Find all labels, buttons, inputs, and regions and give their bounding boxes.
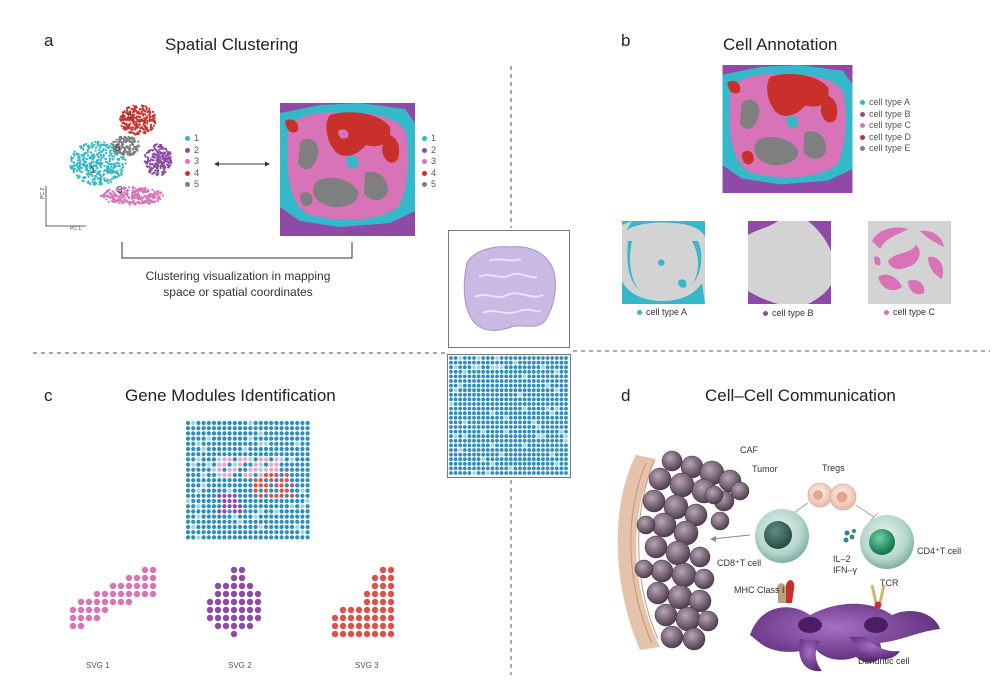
cd4-label: CD4⁺T cell bbox=[917, 546, 962, 556]
gene-module-spot-grid bbox=[185, 420, 310, 540]
umap-legend: 1 2 3 4 5 bbox=[185, 133, 199, 191]
umap-axis-x-label: PC 1 bbox=[70, 226, 82, 232]
tumor-cell bbox=[688, 589, 712, 613]
cell-type-a-map bbox=[622, 221, 705, 304]
double-arrow-icon bbox=[214, 161, 270, 167]
mhc-label: MHC Class I bbox=[734, 585, 785, 595]
cluster-label-4: 4 bbox=[127, 111, 133, 122]
tumor-cell bbox=[675, 606, 701, 632]
legend-item: 1 bbox=[185, 133, 199, 145]
panel-b-title: Cell Annotation bbox=[723, 35, 838, 54]
tcr-label: TCR bbox=[880, 578, 899, 588]
spatial-cluster-map bbox=[280, 103, 415, 236]
caf-label: CAF bbox=[740, 445, 758, 455]
tumor-cell bbox=[636, 515, 656, 535]
cluster-label-2: 2 bbox=[154, 163, 160, 174]
tumor-cell bbox=[642, 489, 666, 513]
legend-item: 5 bbox=[422, 179, 436, 191]
spot-grid-box bbox=[447, 354, 571, 478]
tumor-cell bbox=[689, 546, 711, 568]
legend-item: 4 bbox=[422, 168, 436, 180]
legend-item: cell type B bbox=[860, 109, 911, 121]
cell-type-c-label: cell type C bbox=[884, 307, 935, 317]
svg1-pattern bbox=[69, 566, 157, 630]
cell-communication-illustration bbox=[617, 450, 940, 672]
tumor-cell bbox=[710, 511, 730, 531]
svg1-label: SVG 1 bbox=[86, 661, 110, 670]
dendritic-label: Dendritic cell bbox=[858, 656, 910, 666]
tumor-cell bbox=[654, 603, 678, 627]
cluster-label-5: 5 bbox=[115, 143, 121, 154]
legend-item: cell type D bbox=[860, 132, 911, 144]
ifn-label: IFN–γ bbox=[833, 565, 858, 575]
tumor-cell bbox=[646, 581, 670, 605]
spot-grid bbox=[449, 356, 568, 475]
tumor-cell bbox=[669, 472, 695, 498]
legend-item: 2 bbox=[185, 145, 199, 157]
spatial-map-legend: 1 2 3 4 5 bbox=[422, 133, 436, 191]
tumor-cell bbox=[671, 562, 697, 588]
tumor-cell bbox=[665, 540, 691, 566]
tissue-section-box bbox=[448, 230, 570, 348]
tumor-cell bbox=[663, 494, 689, 520]
svg2-pattern bbox=[206, 566, 262, 638]
tumor-cell bbox=[682, 627, 706, 651]
legend-item: 4 bbox=[185, 168, 199, 180]
legend-item: 5 bbox=[185, 179, 199, 191]
legend-item: cell type C bbox=[860, 120, 911, 132]
panel-c-title: Gene Modules Identification bbox=[125, 386, 336, 405]
svg3-pattern bbox=[331, 566, 395, 638]
tregs-label: Tregs bbox=[822, 463, 845, 473]
umap-axis-y-label: PC 2 bbox=[40, 187, 46, 199]
tumor-cell bbox=[648, 467, 672, 491]
panel-a-letter: a bbox=[44, 31, 54, 50]
caption-bracket bbox=[121, 242, 353, 259]
panel-d-letter: d bbox=[621, 386, 631, 405]
legend-item: 1 bbox=[422, 133, 436, 145]
tumor-label: Tumor bbox=[752, 464, 778, 474]
il2-label: IL–2 bbox=[833, 554, 851, 564]
panel-d-title: Cell–Cell Communication bbox=[705, 386, 896, 405]
tumor-cell bbox=[660, 625, 684, 649]
legend-item: cell type E bbox=[860, 143, 911, 155]
panel-b-letter: b bbox=[621, 31, 631, 50]
tumor-cell bbox=[650, 559, 674, 583]
tumor-cell bbox=[651, 512, 677, 538]
cluster-umap-plot bbox=[45, 104, 173, 227]
cell-annotation-map bbox=[722, 65, 853, 193]
tumor-cell bbox=[644, 535, 668, 559]
tumor-cell bbox=[661, 450, 683, 472]
tumor-cell bbox=[730, 481, 750, 501]
cell-type-legend: cell type A cell type B cell type C cell… bbox=[860, 97, 911, 155]
tumor-cell bbox=[693, 568, 715, 590]
cd8-label: CD8⁺T cell bbox=[717, 558, 762, 568]
cell-type-b-map bbox=[748, 221, 831, 304]
cluster-label-1: 1 bbox=[90, 165, 96, 176]
legend-item: 3 bbox=[422, 156, 436, 168]
svg3-label: SVG 3 bbox=[355, 661, 379, 670]
tumor-cell bbox=[697, 610, 719, 632]
tumor-cell bbox=[704, 485, 724, 505]
legend-item: 3 bbox=[185, 156, 199, 168]
tumor-cell bbox=[634, 559, 654, 579]
legend-item: cell type A bbox=[860, 97, 911, 109]
panel-a-caption: Clustering visualization in mapping spac… bbox=[145, 269, 331, 299]
cluster-label-3: 3 bbox=[117, 185, 123, 196]
cell-type-b-label: cell type B bbox=[763, 308, 814, 318]
svg2-label: SVG 2 bbox=[228, 661, 252, 670]
cell-type-a-label: cell type A bbox=[637, 307, 687, 317]
tissue-section-image bbox=[463, 246, 556, 331]
panel-c-letter: c bbox=[44, 386, 53, 405]
legend-item: 2 bbox=[422, 145, 436, 157]
cell-type-c-map bbox=[868, 221, 951, 304]
panel-a-title: Spatial Clustering bbox=[165, 35, 299, 54]
